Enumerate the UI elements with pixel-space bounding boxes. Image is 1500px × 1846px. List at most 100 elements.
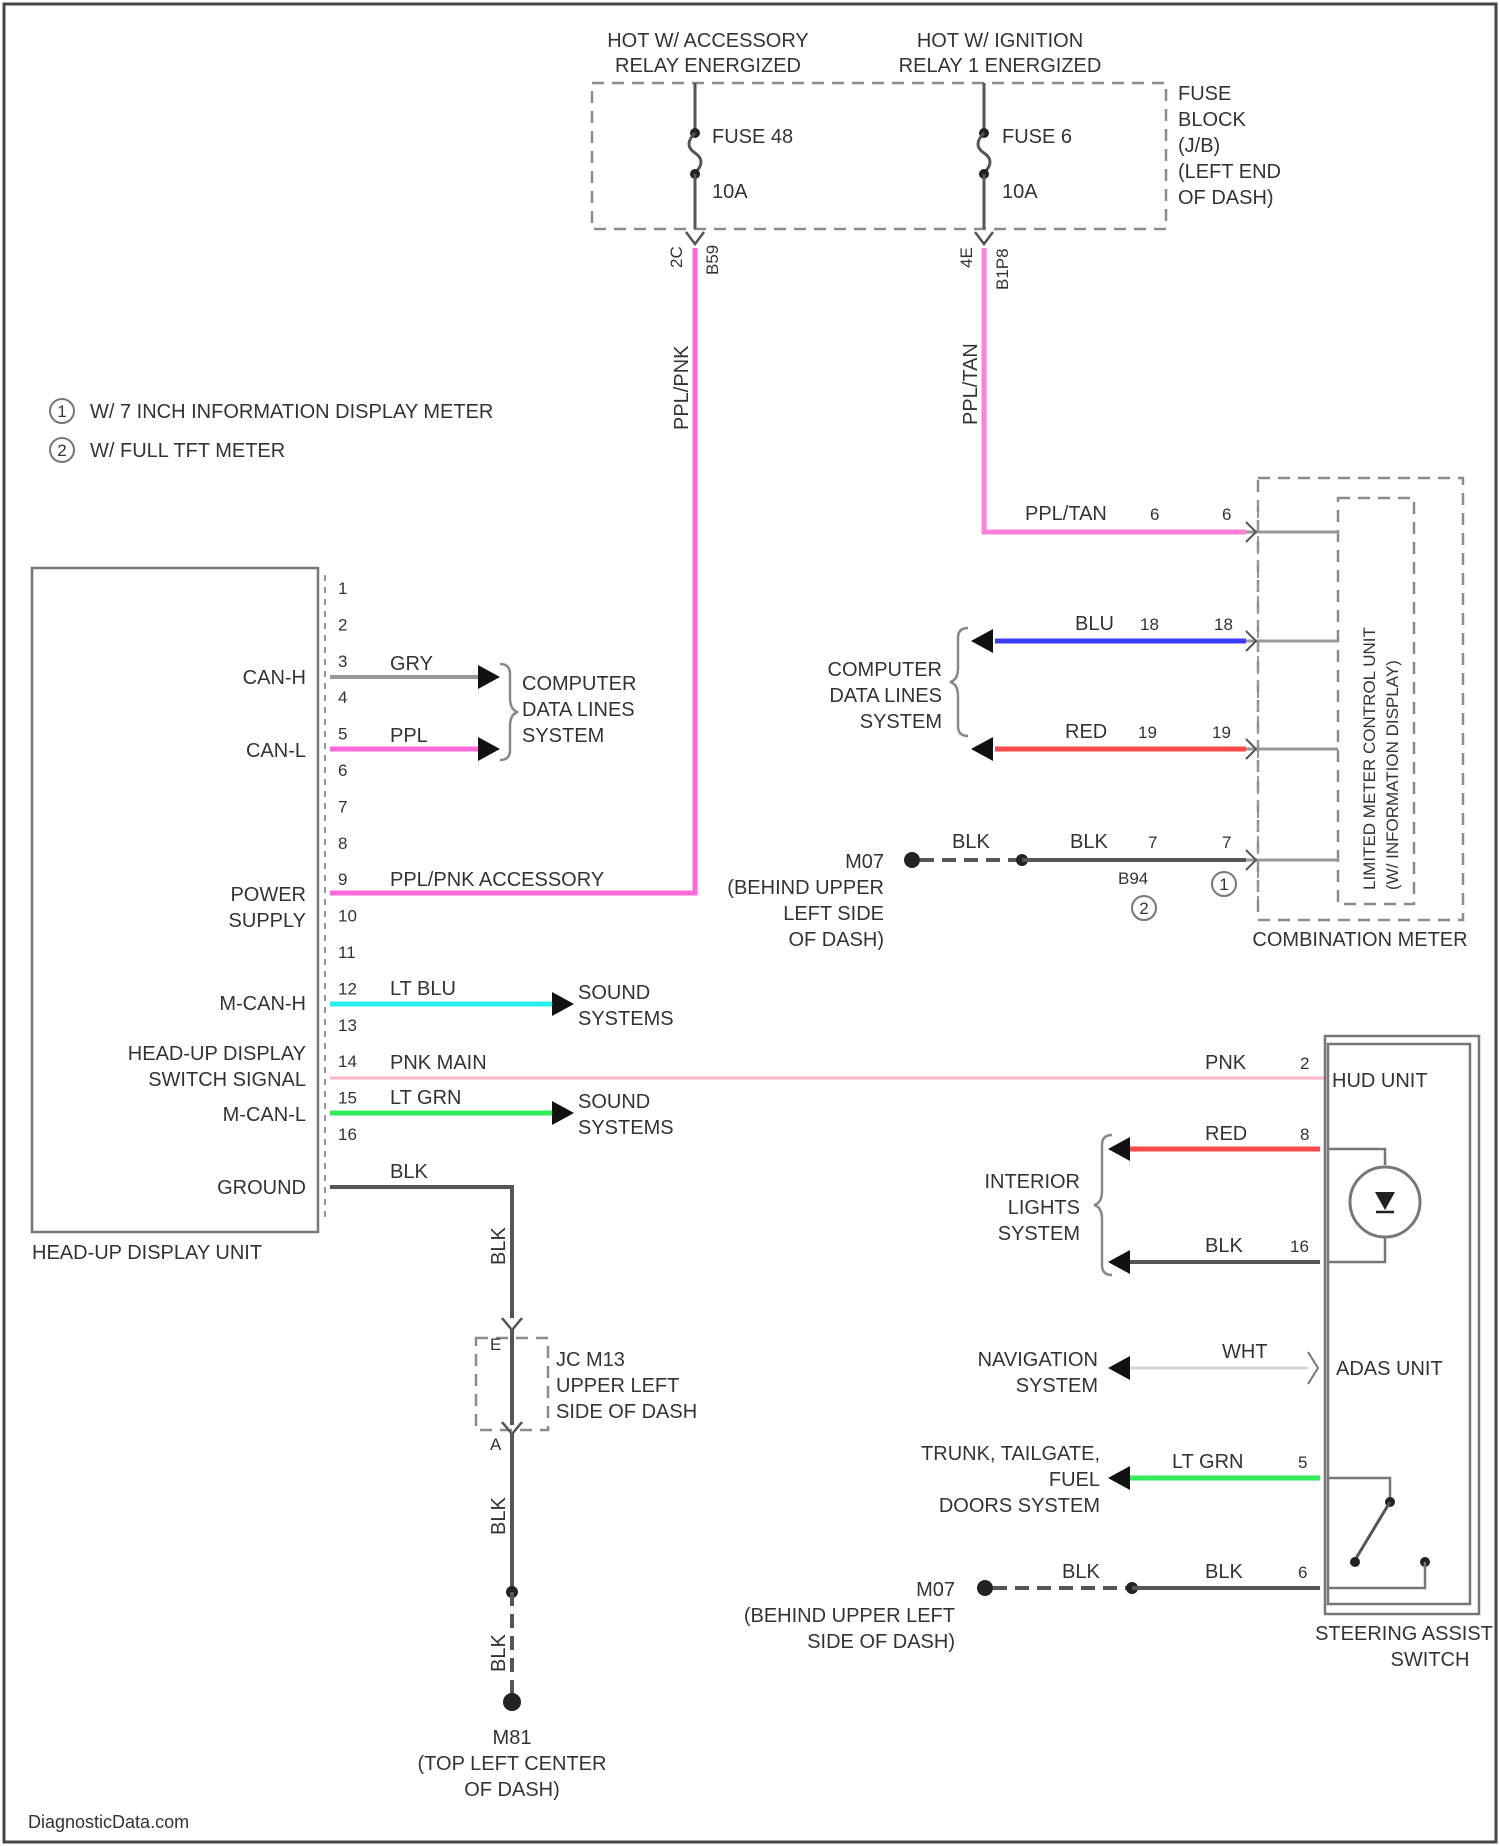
hud-pin-15: 15 xyxy=(338,1089,357,1108)
nav-system-2: SYSTEM xyxy=(1016,1375,1098,1397)
arrow-left-icon xyxy=(1108,1137,1130,1161)
nav-system-1: NAVIGATION xyxy=(978,1349,1098,1371)
ground-main-loc-2: OF DASH) xyxy=(464,1779,560,1801)
ground-icon xyxy=(904,852,920,868)
conn-left-chevron-icon xyxy=(686,232,704,244)
wire-pnk-label: PNK MAIN xyxy=(390,1052,487,1074)
steering-title-1: STEERING ASSIST xyxy=(1315,1623,1493,1645)
wire-lt-grn-label: LT GRN xyxy=(390,1087,462,1109)
meter-data-lines-2: DATA LINES xyxy=(829,685,942,707)
hot-ign-line2: RELAY 1 ENERGIZED xyxy=(899,55,1102,77)
conn-right-code-b: B1P8 xyxy=(993,248,1012,290)
junction-loc-1: UPPER LEFT xyxy=(556,1375,679,1397)
brace-icon xyxy=(950,628,968,736)
steer-wire-pnk-label: PNK xyxy=(1205,1052,1247,1074)
switch-blade-icon xyxy=(1355,1502,1390,1560)
vertical-blk-lower: BLK xyxy=(488,1497,510,1535)
conn-left-code-a: 2C xyxy=(667,246,686,268)
steer-wire-blk2-label: BLK xyxy=(1205,1561,1243,1583)
wire-gry-label: GRY xyxy=(390,653,433,675)
meter-pin-19b: 19 xyxy=(1212,723,1231,742)
steer-ground-loc-2: SIDE OF DASH) xyxy=(807,1631,955,1653)
arrow-left-icon xyxy=(1108,1356,1130,1380)
trunk-system-2: FUEL xyxy=(1049,1469,1100,1491)
hud-data-lines-3: SYSTEM xyxy=(522,725,604,747)
arrow-right-icon xyxy=(552,1101,574,1125)
wire-ppl-pnk xyxy=(330,248,695,893)
meter-wire-ppl-tan-label: PPL/TAN xyxy=(1025,503,1107,525)
meter-pin-7a: 7 xyxy=(1148,833,1157,852)
fuse-block-label-5: OF DASH) xyxy=(1178,187,1274,209)
arrow-left-icon xyxy=(971,629,993,653)
arrow-right-icon xyxy=(478,665,500,689)
meter-ground-loc-3: OF DASH) xyxy=(788,929,884,951)
trunk-system-1: TRUNK, TAILGATE, xyxy=(921,1443,1100,1465)
vertical-blk-upper: BLK xyxy=(488,1227,510,1265)
fuse48-amp: 10A xyxy=(712,181,748,203)
hud-pin-2: 2 xyxy=(338,615,347,634)
hud-pin-6: 6 xyxy=(338,761,347,780)
junction-code: JC M13 xyxy=(556,1349,625,1371)
hud-pin-4: 4 xyxy=(338,688,347,707)
steer-splice-label: BLK xyxy=(1062,1561,1100,1583)
arrow-right-icon xyxy=(552,992,574,1016)
hud-func-can-l: CAN-L xyxy=(246,740,306,762)
steer-chevron-icon xyxy=(1308,1352,1318,1384)
hud-pin-14: 14 xyxy=(338,1052,357,1071)
hud-pin-11: 11 xyxy=(338,943,356,962)
interior-lights-2: LIGHTS xyxy=(1008,1197,1080,1219)
steer-wire-red-label: RED xyxy=(1205,1123,1247,1145)
meter-pin-6a: 6 xyxy=(1150,505,1159,524)
sound-systems-1a: SOUND xyxy=(578,982,650,1004)
wire-blk-ground xyxy=(330,1187,512,1318)
hud-pin-13: 13 xyxy=(338,1016,357,1035)
trunk-system-3: DOORS SYSTEM xyxy=(939,1495,1100,1517)
led-icon xyxy=(1375,1192,1395,1210)
meter-ground-loc-2: LEFT SIDE xyxy=(783,903,884,925)
meter-pin-18b: 18 xyxy=(1214,615,1233,634)
hud-pin-16: 16 xyxy=(338,1125,357,1144)
sound-systems-2b: SYSTEMS xyxy=(578,1117,674,1139)
fuse-block-outline xyxy=(592,83,1166,229)
fuse6-label: FUSE 6 xyxy=(1002,126,1072,148)
sound-systems-2a: SOUND xyxy=(578,1091,650,1113)
hud-data-lines-2: DATA LINES xyxy=(522,699,635,721)
fuse-block-label-1: FUSE xyxy=(1178,83,1231,105)
hot-acc-line1: HOT W/ ACCESSORY xyxy=(607,30,809,52)
hud-func-hud-switch-1: HEAD-UP DISPLAY xyxy=(128,1043,306,1065)
arrow-right-icon xyxy=(478,737,500,761)
meter-inner-label-2: (W/ INFORMATION DISPLAY) xyxy=(1383,660,1402,890)
hud-wires: GRY PPL COMPUTER DATA LINES SYSTEM PPL/P… xyxy=(330,248,1328,1801)
conn-right-chevron-icon xyxy=(975,232,993,244)
steer-wire-lt-grn-label: LT GRN xyxy=(1172,1451,1244,1473)
fuse-block-label-3: (J/B) xyxy=(1178,135,1220,157)
steering-assist-switch: STEERING ASSIST SWITCH HUD UNIT ADAS UNI… xyxy=(744,1036,1493,1671)
hud-func-mcan-h: M-CAN-H xyxy=(219,993,306,1015)
junction-chevron-top-icon xyxy=(502,1318,522,1330)
steer-pin-6: 6 xyxy=(1298,1563,1307,1582)
steering-title-2: SWITCH xyxy=(1391,1649,1470,1671)
wire-ppl-pnk-label: PPL/PNK ACCESSORY xyxy=(390,869,604,891)
steer-wire-blk-label: BLK xyxy=(1205,1235,1243,1257)
meter-marker-2-num: 2 xyxy=(1139,899,1148,918)
vertical-blk-bottom: BLK xyxy=(488,1634,510,1672)
hud-data-lines-1: COMPUTER xyxy=(522,673,636,695)
meter-pin-7b: 7 xyxy=(1222,833,1231,852)
meter-conn-code: B94 xyxy=(1118,869,1148,888)
sound-systems-1b: SYSTEMS xyxy=(578,1008,674,1030)
hud-pin-8: 8 xyxy=(338,834,347,853)
hot-acc-line2: RELAY ENERGIZED xyxy=(615,55,801,77)
hud-unit: HEAD-UP DISPLAY UNIT 1234567891011121314… xyxy=(32,568,357,1264)
hud-func-power-1: POWER xyxy=(230,884,306,906)
hud-func-hud-switch-2: SWITCH SIGNAL xyxy=(148,1069,306,1091)
vertical-ppl-tan-label: PPL/TAN xyxy=(960,343,982,425)
steer-ground-code: M07 xyxy=(916,1579,955,1601)
meter-data-lines-1: COMPUTER xyxy=(828,659,942,681)
legend-text-1: W/ 7 INCH INFORMATION DISPLAY METER xyxy=(90,401,493,423)
wire-blk-label: BLK xyxy=(390,1161,428,1183)
meter-splice-label: BLK xyxy=(952,831,990,853)
fuse6-icon xyxy=(978,133,990,173)
meter-wire-blu-label: BLU xyxy=(1075,613,1114,635)
